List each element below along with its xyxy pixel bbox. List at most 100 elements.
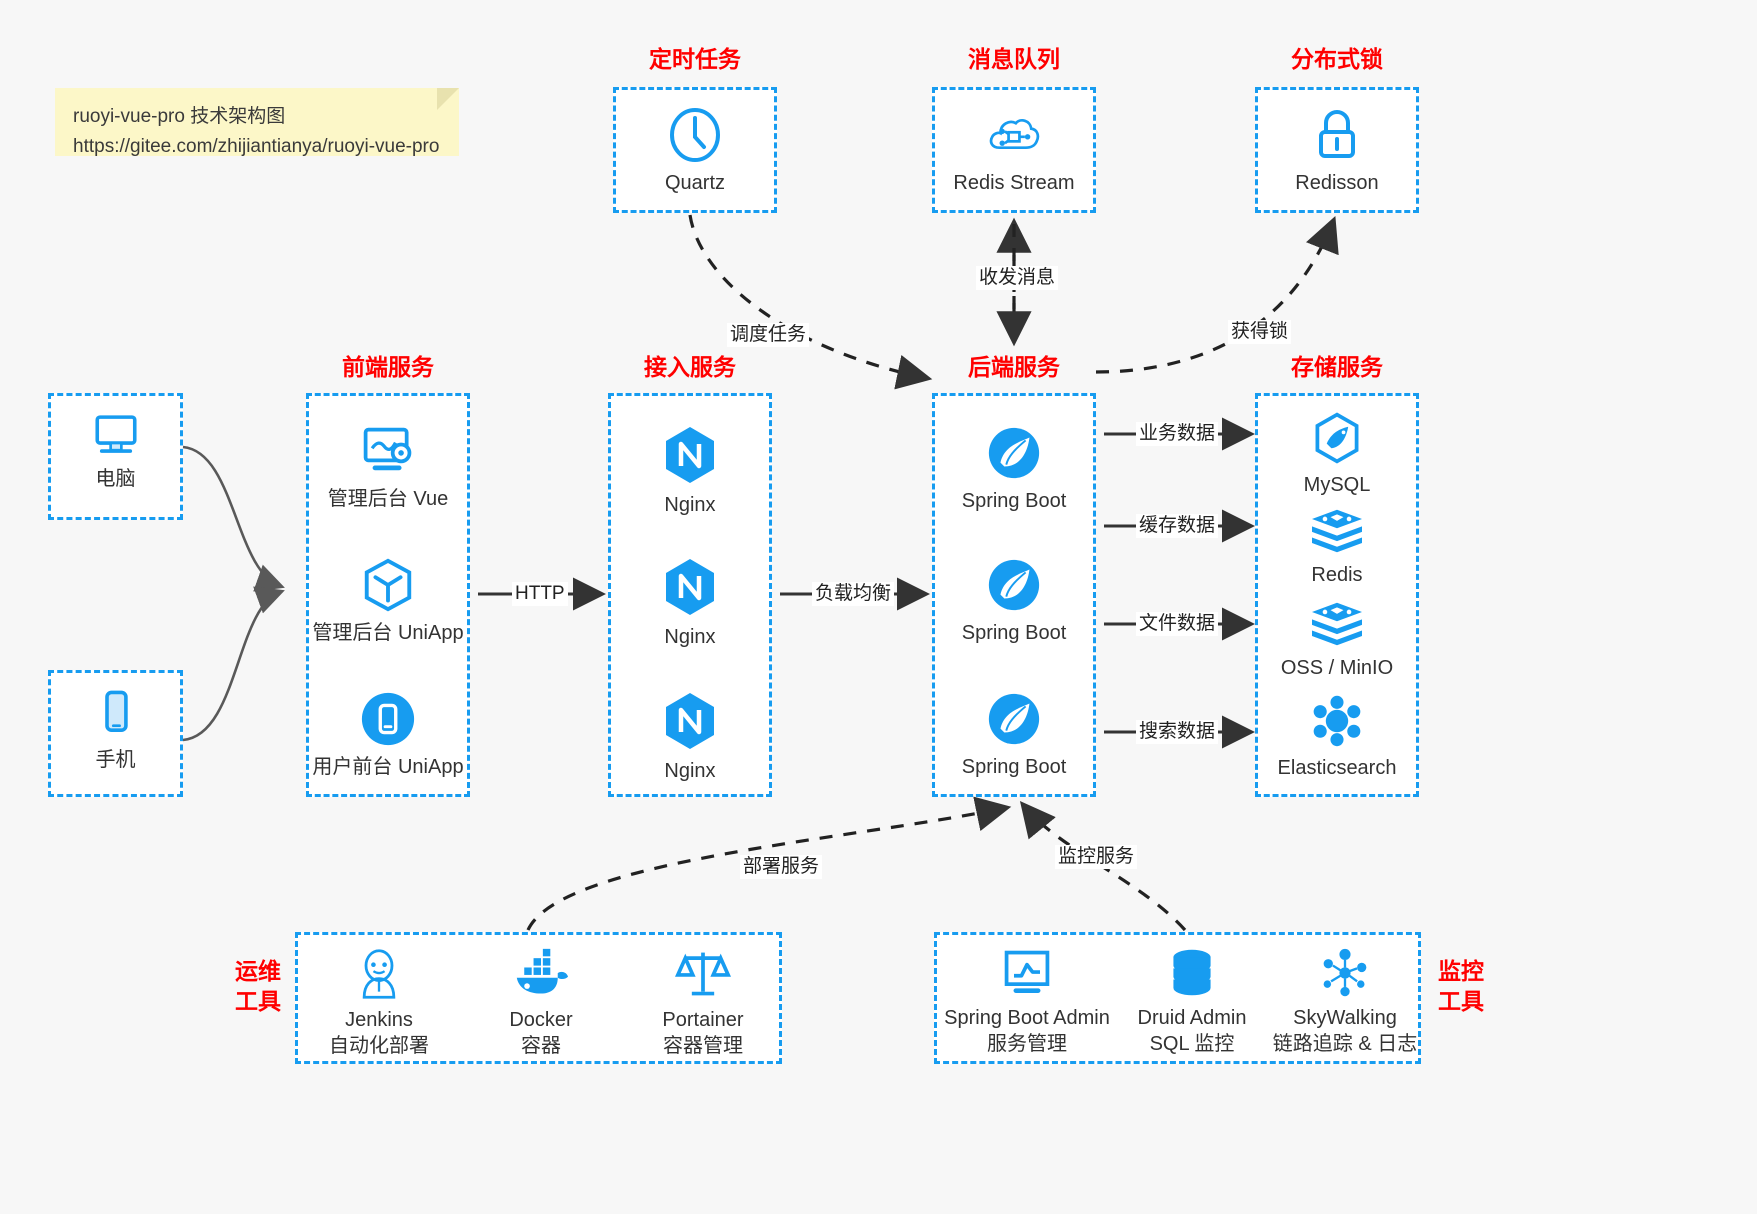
node-mysql[interactable]: MySQL xyxy=(1258,410,1416,498)
node-spring-boot-3[interactable]: Spring Boot xyxy=(935,690,1093,780)
note-line-title: ruoyi-vue-pro 技术架构图 xyxy=(73,106,286,127)
node-nginx-3[interactable]: Nginx xyxy=(611,690,769,784)
jenkins-icon xyxy=(362,949,396,999)
group-title-storage: 存储服务 xyxy=(1291,354,1383,380)
note-fold-corner xyxy=(437,88,459,110)
node-redisson[interactable]: Redisson xyxy=(1258,106,1416,196)
node-jenkins[interactable]: Jenkins 自动化部署 xyxy=(298,947,460,1059)
edge-label-acquire-lock: 获得锁 xyxy=(1228,320,1292,344)
edge-label-file-data: 文件数据 xyxy=(1136,612,1219,636)
node-label: Portainer xyxy=(662,1009,744,1031)
cloud-stream-icon xyxy=(989,119,1040,150)
group-devops: Jenkins 自动化部署 Docker 容器 xyxy=(295,932,782,1064)
group-storage: MySQL Redis OSS / MinIO xyxy=(1255,393,1419,797)
node-druid-admin[interactable]: Druid Admin SQL 监控 xyxy=(1117,947,1267,1057)
group-title-gateway: 接入服务 xyxy=(644,354,736,380)
app-icon xyxy=(361,692,415,746)
node-quartz[interactable]: Quartz xyxy=(616,106,774,196)
node-sublabel: 自动化部署 xyxy=(329,1035,429,1057)
node-label: Redis Stream xyxy=(953,172,1075,194)
node-label: Jenkins xyxy=(345,1009,413,1031)
node-nginx-1[interactable]: Nginx xyxy=(611,424,769,518)
node-label: MySQL xyxy=(1303,474,1371,496)
monitor-chart-icon xyxy=(1004,950,1050,993)
edge-label-monitor-service: 监控服务 xyxy=(1055,845,1138,869)
group-frontend: 管理后台 Vue 管理后台 UniApp 用户前台 UniApp xyxy=(306,393,470,797)
node-nginx-2[interactable]: Nginx xyxy=(611,556,769,650)
node-docker[interactable]: Docker 容器 xyxy=(460,947,622,1059)
node-spring-boot-2[interactable]: Spring Boot xyxy=(935,556,1093,646)
cube-icon xyxy=(364,558,412,612)
node-label: Spring Boot Admin xyxy=(944,1007,1110,1029)
group-lock: Redisson xyxy=(1255,87,1419,213)
node-label: Nginx xyxy=(664,494,716,516)
dashboard-icon xyxy=(363,427,412,471)
edge-label-deploy-service: 部署服务 xyxy=(740,855,823,879)
database-icon xyxy=(1173,949,1211,996)
mobile-icon xyxy=(104,690,128,732)
clock-icon xyxy=(670,108,720,162)
group-title-backend: 后端服务 xyxy=(968,354,1060,380)
edge-desktop-to-frontend xyxy=(182,445,285,592)
group-client-mobile: 手机 xyxy=(48,670,183,797)
group-monitor: Spring Boot Admin 服务管理 Druid Admin SQL 监… xyxy=(934,932,1421,1064)
node-label: Redis xyxy=(1311,564,1363,586)
edge-label-send-receive-msg: 收发消息 xyxy=(976,266,1059,290)
node-spring-boot-1[interactable]: Spring Boot xyxy=(935,424,1093,514)
oss-icon xyxy=(1312,602,1362,646)
node-label: 电脑 xyxy=(95,468,136,490)
node-admin-vue[interactable]: 管理后台 Vue xyxy=(309,424,467,512)
node-sublabel: 容器管理 xyxy=(663,1035,743,1057)
group-title-devops: 运维 工具 xyxy=(222,956,294,1016)
node-spring-boot-admin[interactable]: Spring Boot Admin 服务管理 xyxy=(937,947,1117,1057)
node-elasticsearch[interactable]: Elasticsearch xyxy=(1258,693,1416,781)
node-label: 管理后台 Vue xyxy=(327,488,449,510)
node-label: Spring Boot xyxy=(961,490,1067,512)
spring-icon xyxy=(988,427,1040,479)
mysql-icon xyxy=(1315,412,1359,464)
edge-backend-to-lock xyxy=(1095,216,1339,374)
node-label: SkyWalking xyxy=(1293,1007,1397,1029)
node-redis-stream[interactable]: Redis Stream xyxy=(935,106,1093,196)
node-label: 手机 xyxy=(95,749,136,771)
group-mq: Redis Stream xyxy=(932,87,1096,213)
nginx-icon xyxy=(666,559,714,615)
node-sublabel: 容器 xyxy=(521,1035,561,1057)
node-label: Quartz xyxy=(664,172,726,194)
group-backend: Spring Boot Spring Boot Spring Boot xyxy=(932,393,1096,797)
spring-icon xyxy=(988,693,1040,745)
edge-label-business-data: 业务数据 xyxy=(1136,422,1219,446)
node-sublabel: 服务管理 xyxy=(987,1033,1067,1055)
edge-label-schedule-task: 调度任务 xyxy=(727,323,810,347)
node-oss-minio[interactable]: OSS / MinIO xyxy=(1258,599,1416,681)
node-label: 管理后台 UniApp xyxy=(312,622,464,644)
group-gateway: Nginx Nginx Nginx xyxy=(608,393,772,797)
group-scheduler: Quartz xyxy=(613,87,777,213)
node-sublabel: 链路追踪 & 日志 xyxy=(1272,1033,1418,1055)
edge-label-http: HTTP xyxy=(512,582,568,606)
group-client-desktop: 电脑 xyxy=(48,393,183,520)
node-admin-uniapp[interactable]: 管理后台 UniApp xyxy=(309,556,467,646)
node-label: Docker xyxy=(509,1009,573,1031)
node-user-uniapp[interactable]: 用户前台 UniApp xyxy=(309,690,467,780)
note-card: ruoyi-vue-pro 技术架构图 https://gitee.com/zh… xyxy=(55,88,459,157)
spring-icon xyxy=(988,559,1040,611)
node-label: Nginx xyxy=(664,760,716,782)
nginx-icon xyxy=(666,693,714,749)
docker-icon xyxy=(516,948,568,994)
lock-icon xyxy=(1319,110,1355,158)
skywalking-icon xyxy=(1323,948,1367,997)
node-desktop[interactable]: 电脑 xyxy=(51,410,180,492)
node-skywalking[interactable]: SkyWalking 链路追踪 & 日志 xyxy=(1267,947,1423,1057)
node-redis[interactable]: Redis xyxy=(1258,506,1416,588)
devops-title-line1: 运维 xyxy=(235,958,281,984)
devops-title-line2: 工具 xyxy=(235,988,281,1014)
note-line-url: https://gitee.com/zhijiantianya/ruoyi-vu… xyxy=(73,136,440,157)
nginx-icon xyxy=(666,427,714,483)
node-portainer[interactable]: Portainer 容器管理 xyxy=(622,947,784,1059)
edge-label-cache-data: 缓存数据 xyxy=(1136,514,1219,538)
scale-icon xyxy=(675,952,731,996)
node-mobile[interactable]: 手机 xyxy=(51,687,180,773)
